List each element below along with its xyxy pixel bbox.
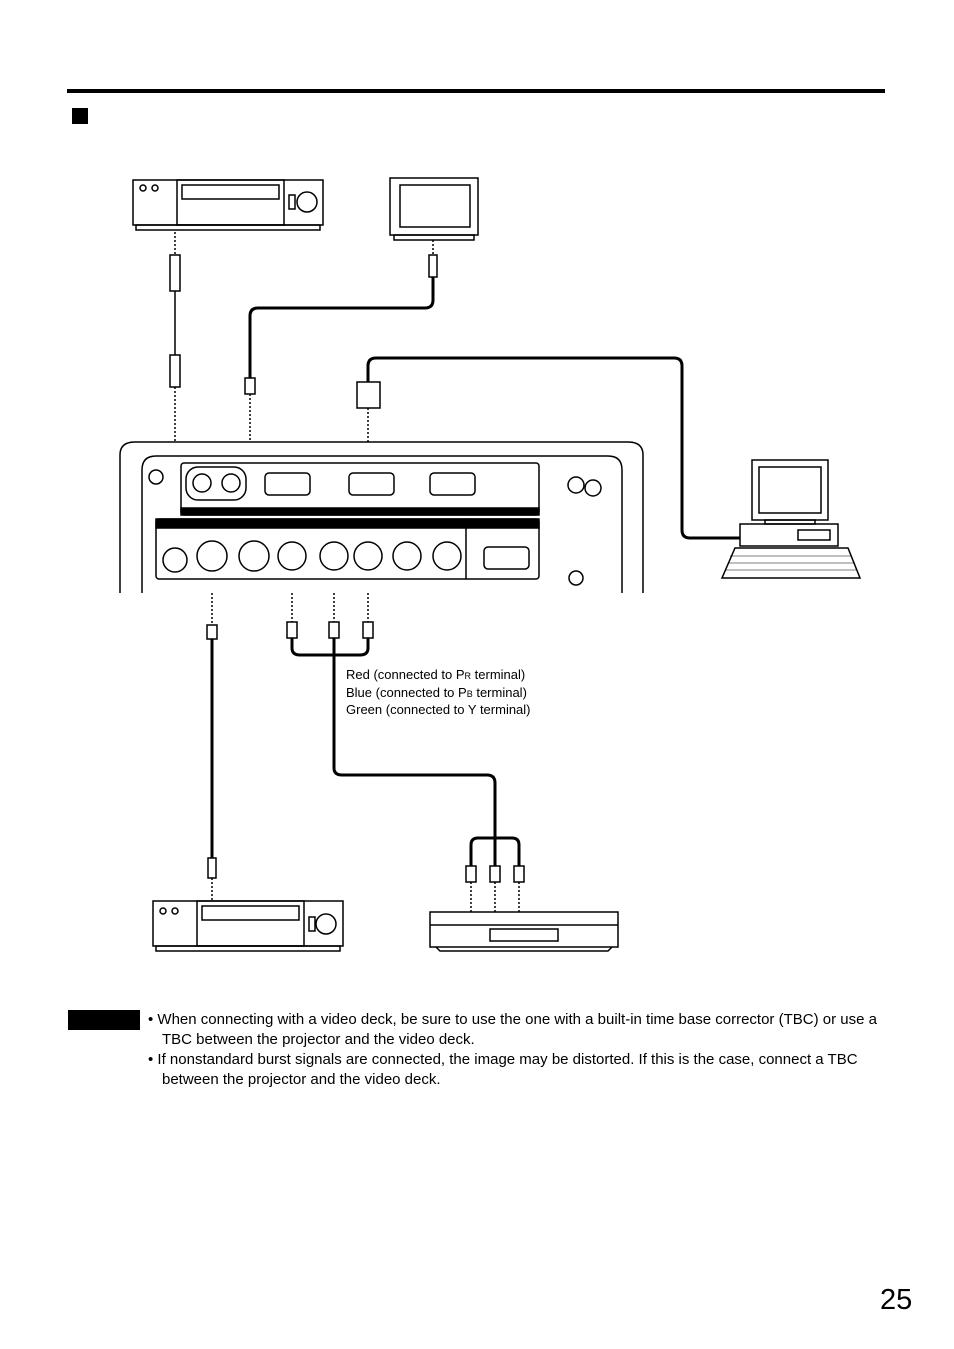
- label-blue: Blue (connected to PB terminal): [346, 684, 527, 703]
- label-blue-post: terminal): [472, 685, 527, 700]
- label-red: Red (connected to PR terminal): [346, 666, 525, 685]
- label-red-post: terminal): [471, 667, 526, 682]
- vcr-bottom: [152, 900, 344, 952]
- projector-terminal-panel: [119, 441, 644, 593]
- note-item: • If nonstandard burst signals are conne…: [148, 1051, 858, 1088]
- monitor: [389, 177, 479, 241]
- note-item: • When connecting with a video deck, be …: [148, 1011, 877, 1048]
- connection-diagram: [119, 177, 862, 952]
- note-heading-box: [68, 1010, 140, 1030]
- label-blue-sub: B: [466, 689, 473, 699]
- computer: [720, 459, 862, 579]
- label-green: Green (connected to Y terminal): [346, 702, 531, 717]
- label-blue-text: Blue (connected to P: [346, 685, 467, 700]
- notes: • When connecting with a video deck, be …: [148, 1010, 893, 1090]
- page-number: 25: [880, 1284, 913, 1316]
- header-rule: [67, 89, 885, 93]
- label-red-text: Red (connected to P: [346, 667, 465, 682]
- section-marker-icon: [72, 108, 88, 124]
- vcr-top: [132, 179, 324, 231]
- label-red-sub: R: [464, 671, 472, 681]
- component-video-source: [429, 911, 619, 952]
